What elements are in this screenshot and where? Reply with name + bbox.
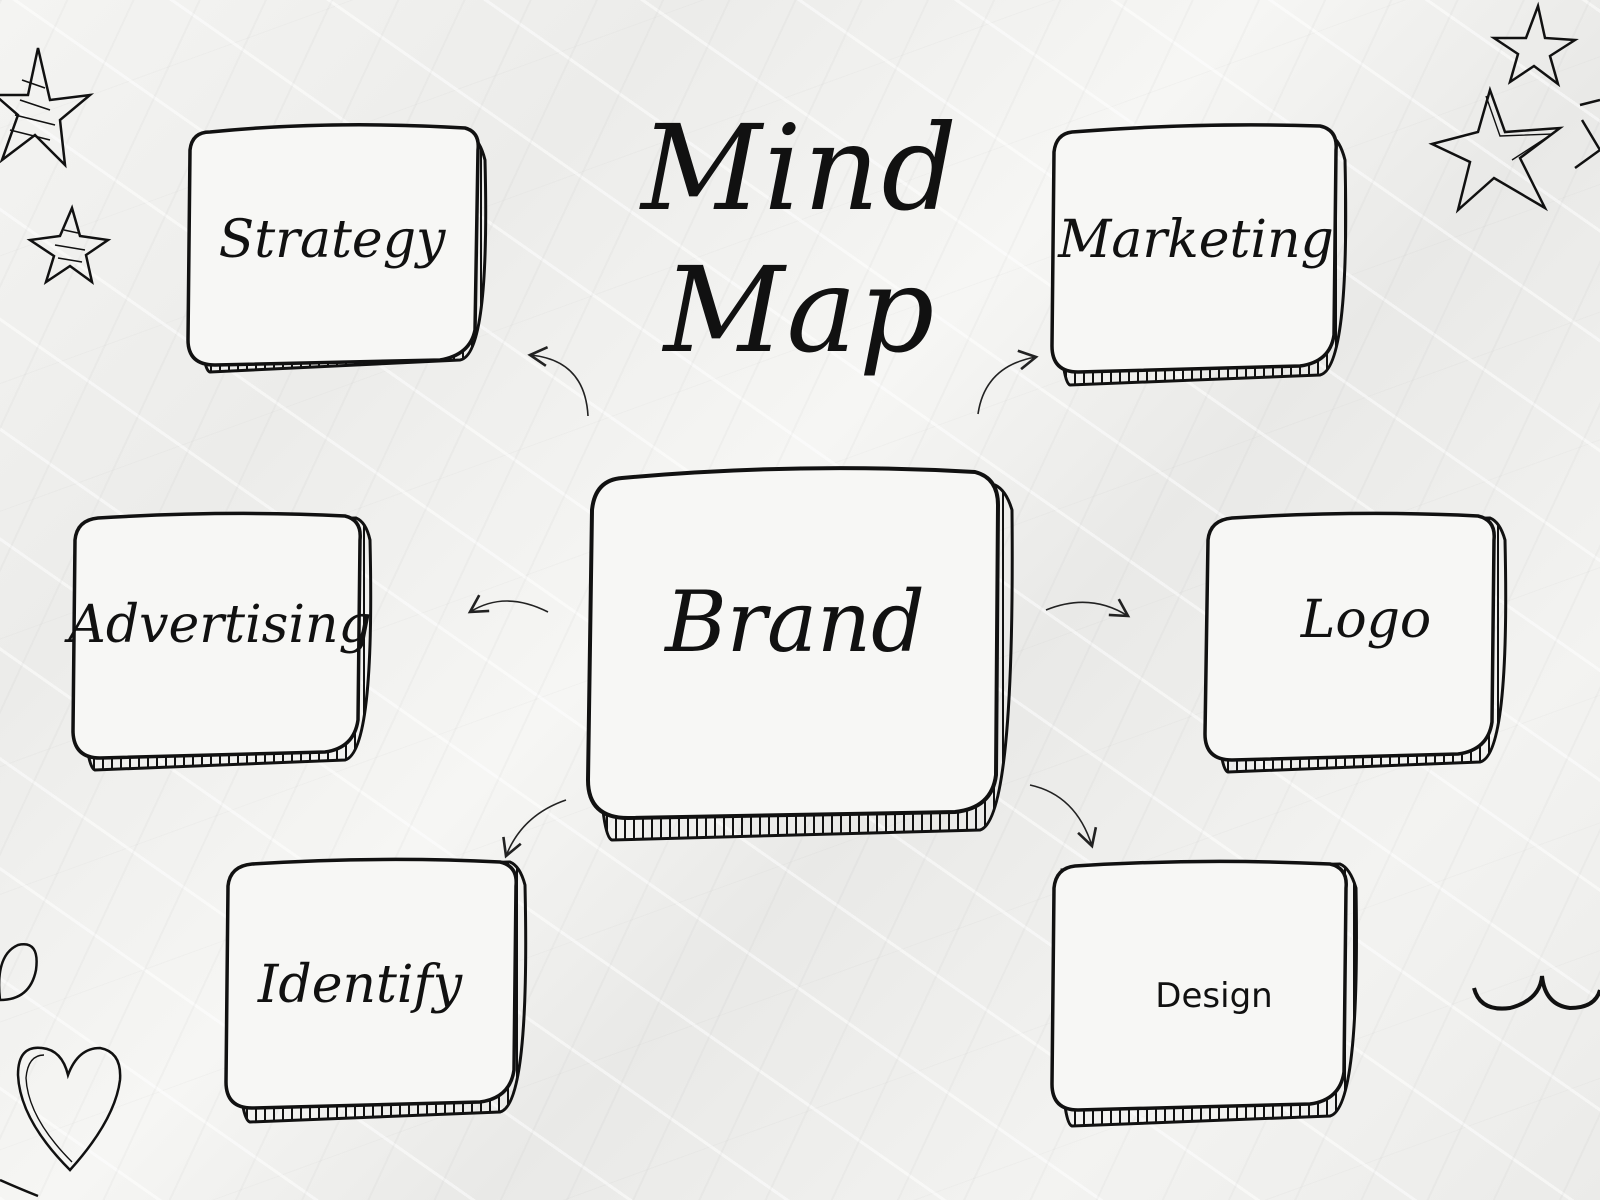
brand-box xyxy=(585,466,1014,842)
logo-box xyxy=(1203,511,1508,774)
heart-icon xyxy=(0,943,122,1198)
star-icon xyxy=(1428,85,1565,214)
arrow-to-identify xyxy=(502,799,567,859)
arrow-to-marketing xyxy=(977,349,1039,415)
identify-box xyxy=(224,857,528,1124)
logo-label: Logo xyxy=(1300,590,1432,650)
advertising-label: Advertising xyxy=(68,595,372,655)
advertising-box xyxy=(71,511,373,772)
marketing-label: Marketing xyxy=(1058,210,1334,270)
squiggle-icon xyxy=(1472,975,1600,1011)
arrow-to-logo xyxy=(1045,598,1131,618)
brand-label: Brand xyxy=(665,573,925,671)
identify-label: Identify xyxy=(257,955,463,1015)
star-icon xyxy=(1489,1,1579,88)
arrow-to-strategy xyxy=(527,346,589,417)
star-icon xyxy=(1574,98,1600,170)
title-line-2: Map xyxy=(663,241,937,379)
strategy-box xyxy=(186,123,488,374)
marketing-box xyxy=(1050,123,1348,387)
arrow-to-advertising xyxy=(467,594,549,614)
star-icon xyxy=(0,47,95,169)
arrow-to-design xyxy=(1029,784,1098,849)
design-box xyxy=(1050,859,1358,1128)
design-label: Design xyxy=(1155,976,1273,1016)
title-line-1: Mind xyxy=(640,99,960,237)
star-icon xyxy=(26,204,112,285)
strategy-label: Strategy xyxy=(218,210,446,270)
